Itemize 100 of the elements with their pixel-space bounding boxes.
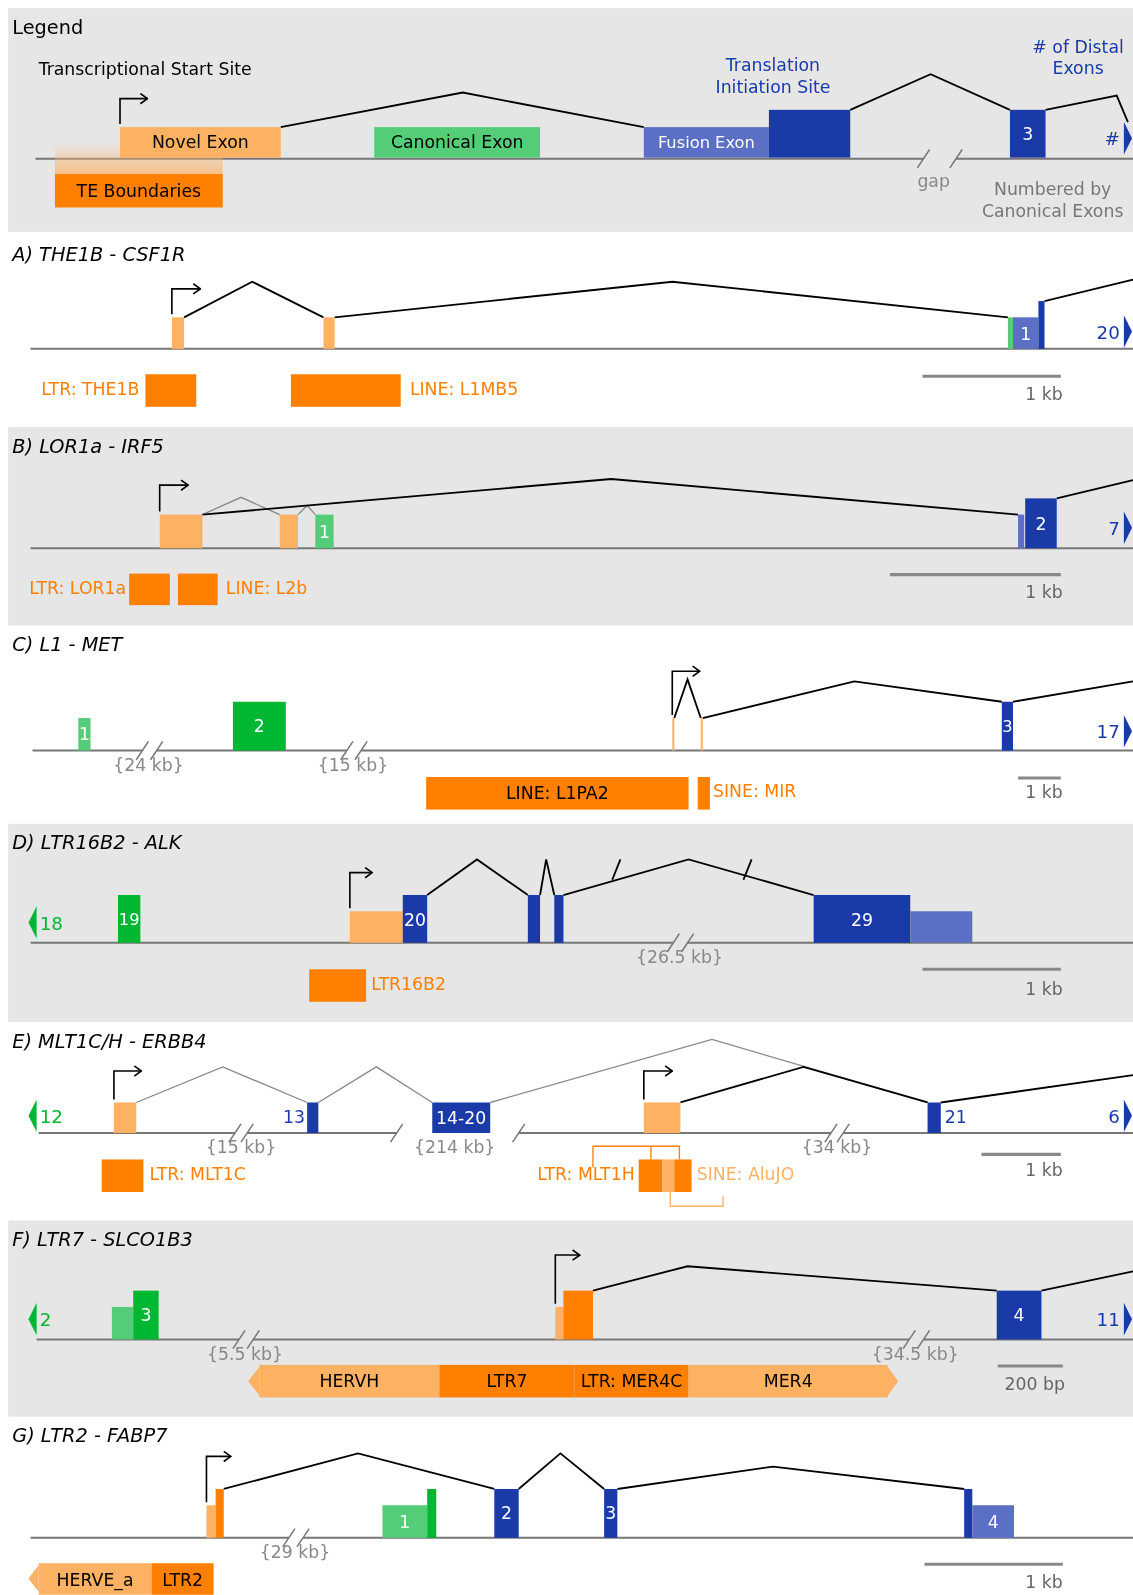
scale-label: 1 kb (1025, 978, 1063, 1000)
gap-label: {15 kb} (205, 1137, 277, 1159)
exon-box: Canonical Exon (374, 127, 541, 158)
transposon-box (697, 777, 710, 810)
gap-label: {29 kb} (259, 1541, 331, 1564)
exon-box (527, 895, 541, 943)
exon-box: 1 (315, 514, 334, 549)
exon-box (910, 911, 973, 943)
feature-label: Translation Initiation Site (714, 54, 832, 98)
gap-label: {15 kb} (317, 754, 389, 776)
panel-title: D) LTR16B2 - ALK (12, 831, 182, 854)
transposon-box (101, 1159, 144, 1192)
transposon-box: LTR2 (151, 1563, 214, 1595)
exon-box (206, 1505, 216, 1538)
exon-box: 1 (382, 1505, 428, 1538)
transposon-label: LTR: THE1B (41, 378, 140, 400)
track-panel (8, 1220, 1133, 1417)
scale-label: 1 kb (1025, 581, 1063, 604)
splice-line (679, 1065, 929, 1104)
exon-box (554, 895, 564, 943)
exon-box: 1 (1013, 317, 1039, 349)
splice-line (201, 496, 281, 516)
track-panel (8, 823, 1133, 1023)
note: Numbered by Canonical Exons (980, 179, 1125, 222)
gap-label: {34 kb} (801, 1137, 873, 1159)
exon-box: 20 (402, 895, 428, 943)
transposon-box (178, 573, 218, 606)
transposon-box (638, 1159, 663, 1192)
exon-box (563, 1290, 593, 1340)
splice-line (701, 680, 1003, 719)
gap-label: {34.5 kb} (871, 1343, 959, 1365)
transposon-label: LTR16B2 (371, 973, 446, 995)
exon-box: 4 (996, 1290, 1042, 1340)
feature-label: # of Distal Exons (1031, 36, 1125, 80)
exon-box (768, 109, 851, 158)
exon-box: 2 (1025, 498, 1057, 549)
panel-title: B) LOR1a - IRF5 (12, 435, 164, 457)
transposon-label: SINE: MIR (712, 781, 797, 803)
gap-label: {5.5 kb} (207, 1343, 284, 1365)
splice-line (673, 676, 702, 719)
splice-line (517, 1452, 606, 1490)
transposon-box: LTR: MER4C (574, 1364, 689, 1398)
exon-box (349, 911, 403, 943)
exon-box (672, 718, 675, 751)
scale-label: 1 kb (1025, 1571, 1063, 1593)
exon-box (159, 514, 203, 549)
exon-box (427, 1489, 437, 1538)
transposon-label: LTR: LOR1a (29, 577, 127, 600)
exon-box: 3 (604, 1489, 618, 1538)
exon-box (171, 317, 185, 349)
splice-line (426, 858, 529, 896)
exon-number: 21 (944, 1106, 967, 1128)
exon-box (215, 1489, 224, 1538)
exon-box (555, 1306, 564, 1340)
splice-line (849, 73, 1011, 111)
panel-title: C) L1 - MET (12, 633, 123, 655)
track-panel (8, 427, 1133, 626)
gap-label: {214 kb} (413, 1137, 496, 1159)
transposon-box (145, 374, 197, 407)
label: Transcriptional Start Site (38, 59, 252, 81)
panel-title: G) LTR2 - FABP7 (12, 1424, 168, 1447)
splice-line (562, 858, 815, 896)
exon-box: Fusion Exon (643, 127, 769, 158)
transposon-label: LINE: L1MB5 (409, 378, 519, 400)
exon-box (323, 317, 335, 349)
transposon-box (290, 374, 401, 407)
splice-line (1044, 94, 1129, 123)
transposon-label: SINE: AluJO (696, 1163, 795, 1185)
panel-title: A) THE1B - CSF1R (12, 244, 186, 266)
transposon-box: LTR7 (439, 1364, 575, 1398)
splice-line (135, 1066, 308, 1104)
exon-box (700, 718, 703, 751)
exon-box (1018, 514, 1025, 549)
exon-box (113, 1102, 137, 1133)
exon-box: 2 (232, 701, 286, 751)
exon-box: 2 (494, 1489, 519, 1538)
transposon-box (662, 1159, 675, 1192)
splice-line (297, 504, 316, 516)
splice-line (539, 858, 556, 896)
transposon-box (129, 573, 170, 606)
legend-panel (8, 8, 1133, 232)
panel-title: F) LTR7 - SLCO1B3 (12, 1228, 193, 1250)
splice-line (333, 280, 1009, 319)
exon-box (1038, 301, 1045, 349)
exon-box: 3 (1009, 109, 1046, 158)
exon-box: 1 (78, 718, 91, 751)
transposon-box (674, 1159, 692, 1192)
exon-number: 13 (283, 1106, 306, 1128)
splice-line (183, 280, 325, 319)
panel-title: Legend (12, 16, 84, 38)
splice-line (592, 1265, 998, 1292)
transposon-box (309, 969, 367, 1002)
exon-box (1007, 317, 1013, 349)
track-panel (8, 625, 1133, 824)
panel-title: E) MLT1C/H - ERBB4 (12, 1030, 207, 1052)
exon-box: Novel Exon (120, 127, 281, 158)
exon-box: 29 (813, 895, 911, 943)
scale-label: 1 kb (1025, 782, 1063, 804)
exon-box: 4 (972, 1505, 1014, 1538)
scale-label: 200 bp (1004, 1374, 1065, 1396)
